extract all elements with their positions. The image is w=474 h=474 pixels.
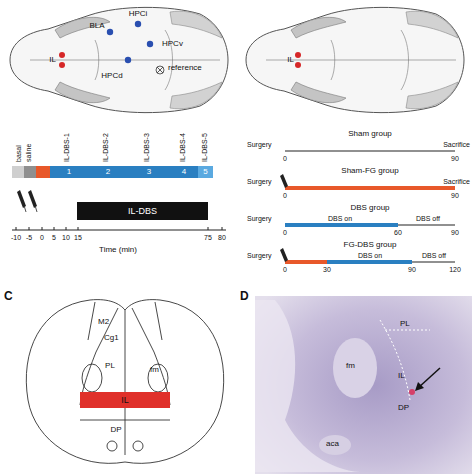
injection-pen	[17, 190, 37, 212]
node-text: 4	[182, 168, 186, 176]
tick-label: -10	[11, 234, 21, 241]
session-block: 5	[198, 166, 213, 178]
time-label: 120	[449, 266, 461, 273]
node-text: 2	[106, 168, 110, 176]
event-label: DBS off	[422, 252, 446, 259]
rat-skull	[246, 7, 464, 112]
node-text: 1	[67, 168, 71, 176]
group-timelines	[280, 151, 455, 262]
basal-block	[12, 166, 24, 178]
event-label: Sacrifice	[443, 141, 470, 148]
coronal-section	[26, 300, 223, 464]
region-label: aca	[326, 440, 339, 448]
time-label: 90	[408, 266, 416, 273]
group-title: Sham-FG group	[341, 167, 398, 175]
panel-letter: D	[240, 290, 249, 302]
group-title: DBS group	[350, 204, 389, 212]
tick-label: -5	[26, 234, 32, 241]
group-title: Sham group	[348, 130, 392, 138]
event-label: DBS off	[416, 215, 440, 222]
region-label: PL	[105, 362, 115, 370]
node-text: IL	[121, 396, 129, 405]
region-label: IL	[398, 372, 405, 380]
injection-block	[36, 166, 50, 178]
axis-ticks	[16, 227, 222, 230]
histology-photo	[255, 296, 472, 474]
axis-title: Time (min)	[99, 246, 137, 254]
tick-label: 5	[52, 234, 56, 241]
time-label: 0	[283, 229, 287, 236]
session-block: 4	[170, 166, 198, 178]
region-label: IL	[49, 56, 56, 64]
node-text: 5	[203, 168, 207, 176]
node-text: 3	[147, 168, 151, 176]
session-block: 1	[50, 166, 88, 178]
target-region: IL	[80, 392, 170, 408]
event-label: DBS on	[328, 215, 352, 222]
session-label: IL-DBS-5	[201, 133, 208, 162]
event-label: Surgery	[247, 252, 272, 259]
region-label: BLA	[89, 22, 104, 30]
region-label: PL	[400, 320, 410, 328]
rat-skull	[10, 7, 228, 112]
tick-label: 75	[204, 234, 212, 241]
saline-block	[24, 166, 36, 178]
region-label: HPCd	[101, 72, 122, 80]
session-label: IL-DBS-3	[143, 133, 150, 162]
region-label: IL	[287, 56, 294, 64]
tick-label: 80	[218, 234, 226, 241]
time-label: 90	[451, 192, 459, 199]
panel-letter: C	[4, 290, 13, 302]
time-label: 0	[283, 192, 287, 199]
session-block: 2	[88, 166, 128, 178]
session-block: 3	[128, 166, 170, 178]
event-label: Surgery	[247, 178, 272, 185]
time-label: 90	[451, 155, 459, 162]
region-label: fm	[346, 362, 355, 370]
region-label: DP	[110, 426, 121, 434]
electrode-label: reference	[168, 64, 202, 72]
phase-label: basal	[15, 145, 22, 162]
time-label: 30	[323, 266, 331, 273]
group-title: FG-DBS group	[344, 241, 397, 249]
region-label: DP	[398, 404, 409, 412]
event-label: Surgery	[247, 215, 272, 222]
region-label: fm	[150, 366, 159, 374]
region-label: HPCi	[129, 10, 148, 18]
time-label: 60	[394, 229, 402, 236]
time-label: 0	[283, 266, 287, 273]
time-label: 0	[283, 155, 287, 162]
tick-label: 15	[74, 234, 82, 241]
session-label: IL-DBS-4	[179, 133, 186, 162]
region-label: Cg1	[104, 334, 119, 342]
tick-label: 0	[40, 234, 44, 241]
stimulation-bar: IL-DBS	[77, 202, 208, 220]
time-axis	[12, 230, 226, 231]
event-label: Surgery	[247, 141, 272, 148]
phase-label: saline	[25, 144, 32, 162]
node-text: IL-DBS	[128, 207, 157, 216]
event-label: Sacrifice	[443, 178, 470, 185]
event-label: DBS on	[358, 252, 382, 259]
session-label: IL-DBS-2	[102, 133, 109, 162]
time-label: 90	[451, 229, 459, 236]
region-label: HPCv	[162, 40, 183, 48]
region-label: M2	[98, 318, 109, 326]
session-label: IL-DBS-1	[63, 133, 70, 162]
tick-label: 10	[62, 234, 70, 241]
